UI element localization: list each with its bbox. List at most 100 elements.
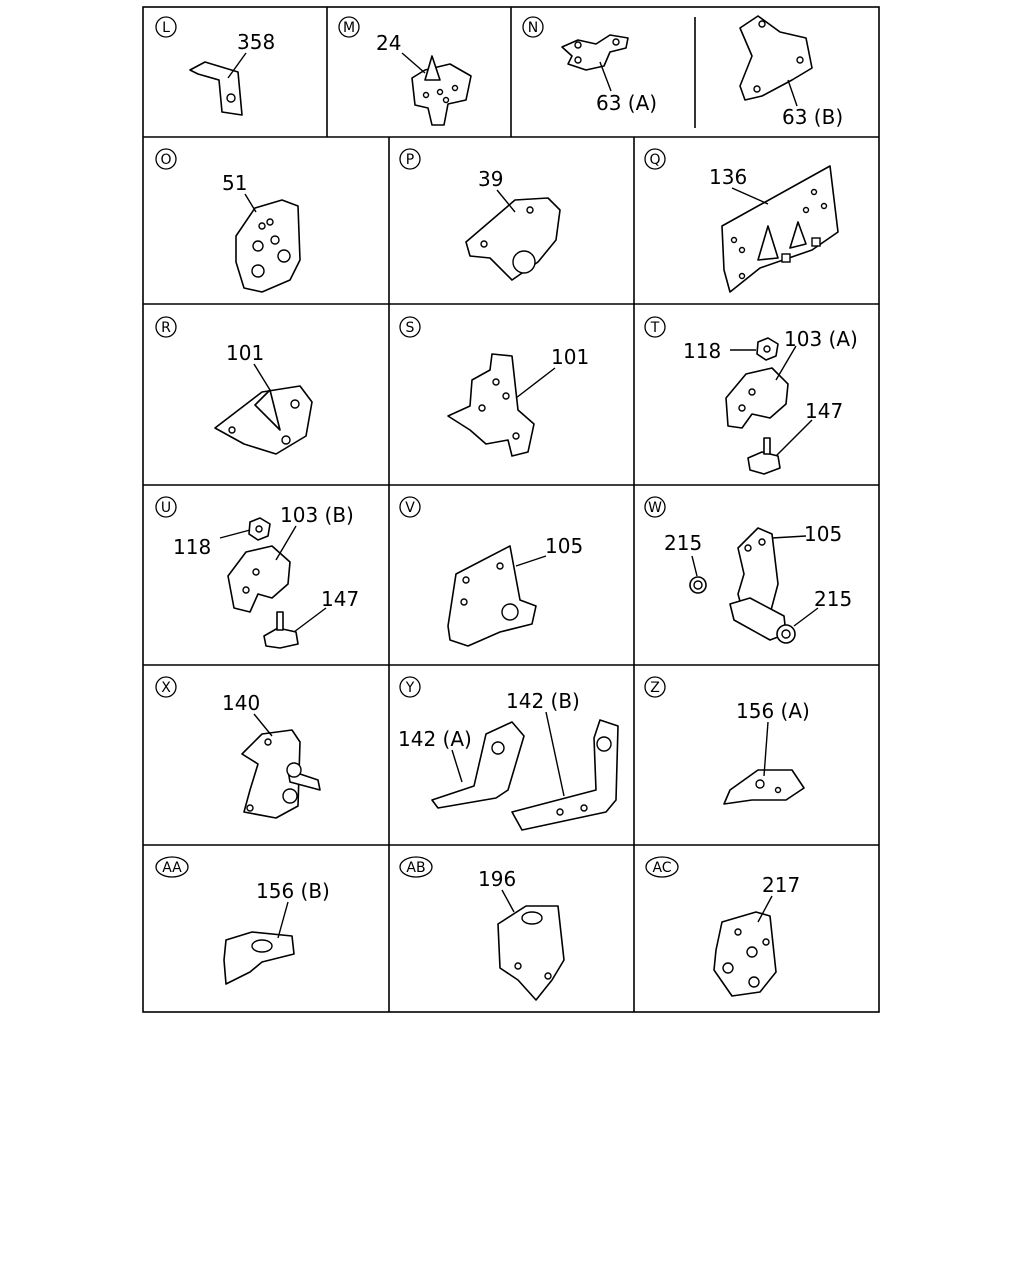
cell-letter-N: N	[522, 16, 544, 38]
svg-text:AC: AC	[652, 860, 671, 876]
cell-L: L 358	[155, 16, 275, 116]
part-105-v	[447, 545, 537, 647]
callout-142a: 142 (A)	[398, 727, 472, 783]
cell-letter-O: O	[155, 148, 177, 170]
cell-Y: Y 142 (A) 142 (B)	[398, 676, 619, 831]
callout-101-r: 101	[226, 341, 271, 391]
svg-text:105: 105	[545, 534, 583, 558]
part-105-w	[729, 527, 787, 641]
svg-text:AA: AA	[162, 860, 182, 876]
cell-letter-X: X	[155, 676, 177, 698]
svg-text:L: L	[162, 20, 170, 36]
svg-text:24: 24	[376, 31, 401, 55]
callout-118-t: 118	[683, 339, 756, 363]
callout-101-s: 101	[515, 345, 589, 399]
part-118-t	[756, 337, 779, 361]
svg-text:O: O	[160, 152, 171, 168]
svg-text:W: W	[648, 500, 662, 516]
part-142a	[431, 721, 525, 809]
callout-147-t: 147	[775, 399, 843, 457]
svg-text:118: 118	[683, 339, 721, 363]
svg-text:AB: AB	[406, 860, 425, 876]
cell-X: X 140	[155, 676, 321, 819]
svg-text:118: 118	[173, 535, 211, 559]
svg-text:101: 101	[551, 345, 589, 369]
cell-Q: Q 136	[644, 148, 839, 293]
callout-63b: 63 (B)	[782, 79, 843, 129]
svg-text:V: V	[405, 500, 415, 516]
svg-text:196: 196	[478, 867, 516, 891]
svg-text:105: 105	[804, 522, 842, 546]
cell-letter-AC: AC	[645, 856, 679, 878]
part-24	[411, 55, 472, 126]
svg-text:Z: Z	[650, 680, 660, 696]
svg-text:156 (B): 156 (B)	[256, 879, 330, 903]
svg-text:147: 147	[805, 399, 843, 423]
part-39	[465, 197, 561, 281]
cell-P: P 39	[399, 148, 561, 281]
callout-147-u: 147	[293, 587, 359, 633]
part-217	[713, 911, 777, 997]
cell-letter-Y: Y	[399, 676, 421, 698]
svg-text:63 (A): 63 (A)	[596, 91, 657, 115]
cell-letter-Z: Z	[644, 676, 666, 698]
part-156a	[723, 769, 805, 805]
cell-Z: Z 156 (A)	[644, 676, 810, 805]
svg-text:142 (A): 142 (A)	[398, 727, 472, 751]
svg-text:M: M	[343, 20, 355, 36]
svg-text:103 (A): 103 (A)	[784, 327, 858, 351]
cell-S: S 101	[399, 316, 589, 457]
svg-text:217: 217	[762, 873, 800, 897]
svg-text:358: 358	[237, 30, 275, 54]
callout-136: 136	[709, 165, 769, 205]
cell-T: T 118 103 (A) 147	[644, 316, 858, 475]
svg-text:156 (A): 156 (A)	[736, 699, 810, 723]
callout-142b: 142 (B)	[506, 689, 580, 797]
svg-text:U: U	[161, 500, 171, 516]
part-147-t	[747, 437, 781, 475]
part-136	[721, 165, 839, 293]
cell-letter-AB: AB	[399, 856, 433, 878]
callout-118-u: 118	[173, 529, 251, 559]
part-358	[189, 61, 243, 116]
cell-W: W 215 105 215	[644, 496, 852, 644]
callout-105-v: 105	[515, 534, 583, 567]
cell-R: R 101	[155, 316, 313, 455]
cell-letter-T: T	[644, 316, 666, 338]
callout-196: 196	[478, 867, 516, 913]
cell-letter-R: R	[155, 316, 177, 338]
svg-text:136: 136	[709, 165, 747, 189]
svg-text:T: T	[650, 320, 660, 336]
svg-text:103 (B): 103 (B)	[280, 503, 354, 527]
svg-text:147: 147	[321, 587, 359, 611]
cell-letter-M: M	[338, 16, 360, 38]
svg-text:R: R	[161, 320, 171, 336]
svg-text:140: 140	[222, 691, 260, 715]
callout-156a: 156 (A)	[736, 699, 810, 777]
cell-letter-V: V	[399, 496, 421, 518]
callout-103b: 103 (B)	[275, 503, 354, 561]
callout-39: 39	[478, 167, 516, 213]
cell-V: V 105	[399, 496, 583, 647]
cell-AB: AB 196	[399, 856, 565, 1001]
svg-text:215: 215	[814, 587, 852, 611]
part-101-r	[214, 385, 313, 455]
cell-letter-S: S	[399, 316, 421, 338]
svg-text:39: 39	[478, 167, 503, 191]
part-101-s	[447, 353, 535, 457]
svg-text:N: N	[528, 20, 538, 36]
callout-217: 217	[757, 873, 800, 923]
svg-text:142 (B): 142 (B)	[506, 689, 580, 713]
cell-letter-AA: AA	[155, 856, 189, 878]
part-63a	[561, 34, 629, 71]
callout-215-left: 215	[664, 531, 702, 577]
cell-AC: AC 217	[645, 856, 800, 997]
grid-lines	[142, 6, 880, 1013]
svg-text:Y: Y	[405, 680, 415, 696]
part-140	[241, 729, 321, 819]
svg-text:51: 51	[222, 171, 247, 195]
cell-letter-W: W	[644, 496, 666, 518]
cell-M: M 24	[338, 16, 472, 126]
part-51	[235, 199, 301, 293]
